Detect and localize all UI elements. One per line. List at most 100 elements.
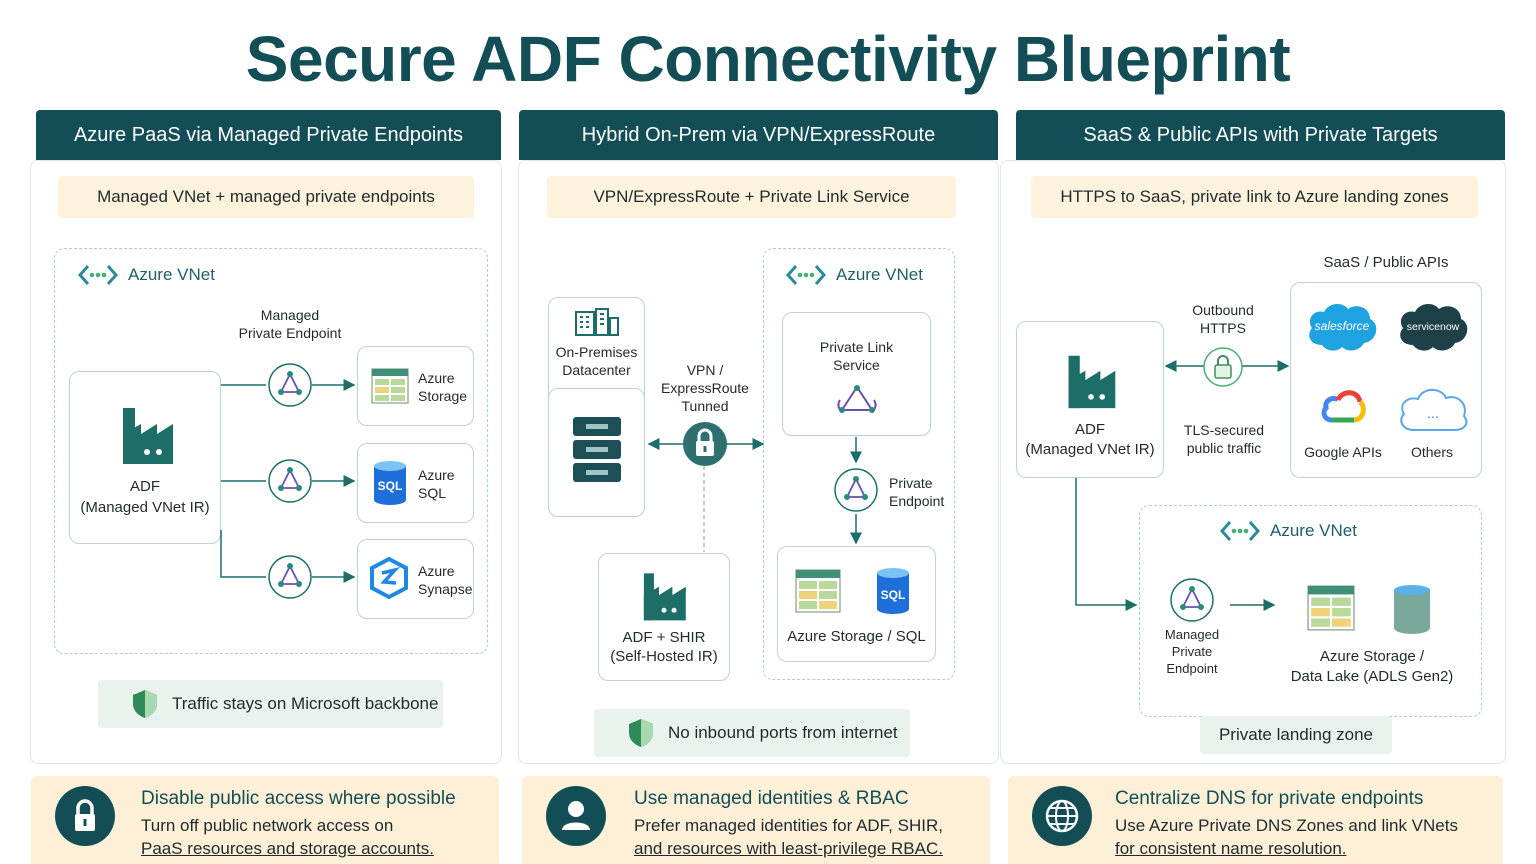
storage-sql-label: Azure Storage / SQL [787,628,926,645]
adf3-line1: ADF [1075,421,1105,438]
data-lake-icon [1394,585,1430,634]
factory-icon [1068,355,1116,409]
synapse-icon [370,557,408,599]
azure-storage-sql-node[interactable] [777,546,936,662]
vpn-line2: ExpressRoute [661,380,749,396]
storage-icon [795,569,841,613]
google-cloud-icon[interactable] [1320,388,1366,426]
tls-line2: public traffic [1186,440,1262,456]
private-endpoint-icon [268,363,312,407]
private-endpoint-icon [834,468,878,512]
azure-vnet-boundary [763,248,955,680]
azure-vnet-label: Azure VNet [786,262,923,288]
onprem-line1: On-Premises [555,344,638,360]
server-icon [573,417,621,482]
lock-icon [1203,347,1243,387]
saas-label: SaaS / Public APIs [1323,254,1449,271]
pls-line1: Private Link [819,339,894,355]
target-sql-line1: Azure [418,467,455,483]
pls-line2: Service [833,357,880,373]
page-title: Secure ADF Connectivity Blueprint [245,23,1291,95]
sql-icon: SQL [374,461,406,505]
azure-vnet-text: Azure VNet [128,265,215,284]
backbone-note-text: Traffic stays on Microsoft backbone [172,694,439,713]
mpe-line1: Managed [1164,627,1220,642]
svg-text:salesforce: salesforce [1315,319,1370,333]
sql-icon: SQL [877,568,909,614]
panel-hybrid-subtitle: VPN/ExpressRoute + Private Link Service [547,176,956,218]
panel-saas-subtitle: HTTPS to SaaS, private link to Azure lan… [1031,176,1478,218]
tip-title: Centralize DNS for private endpoints [1115,788,1424,809]
managed-pe-label: Managed Private Endpoint [238,307,342,341]
private-link-service[interactable] [782,312,931,436]
building-icon [575,308,619,336]
target-synapse-line2: Synapse [418,581,473,597]
mpe-line2: Private [1171,644,1213,659]
shir-line2: (Self-Hosted IR) [610,648,718,665]
svg-text:SQL: SQL [378,479,403,493]
tip-title: Use managed identities & RBAC [634,788,909,809]
lock-icon [683,422,727,466]
adf-label: ADF (Managed VNet IR) [80,478,210,516]
tip-line2: PaaS resources and storage accounts. [141,839,434,858]
svg-text:SQL: SQL [881,588,906,602]
lock-icon [55,786,115,846]
tip-disable-public-access: Disable public access where possible Tur… [31,776,499,864]
tip-line1: Prefer managed identities for ADF, SHIR, [634,816,943,835]
target-storage-line2: Storage [418,388,468,404]
vnet-icon [1220,521,1260,541]
no-inbound-note: No inbound ports from internet [594,709,910,757]
shir-line1: ADF + SHIR [622,629,706,646]
private-endpoint-icon [268,555,312,599]
private-endpoint-icon [1170,578,1214,622]
outbound-line2: HTTPS [1200,320,1246,336]
private-link-icon [837,385,877,413]
vpn-line1: VPN / [686,362,724,378]
tip-line1: Use Azure Private DNS Zones and link VNe… [1115,816,1458,835]
azure-vnet-text: Azure VNet [1270,521,1357,540]
servicenow-icon[interactable]: servicenow [1395,299,1471,355]
storage3-line1: Azure Storage / [1319,648,1425,665]
onprem-line2: Datacenter [562,362,631,378]
backbone-note: Traffic stays on Microsoft backbone [98,680,443,728]
target-azure-synapse[interactable] [357,539,474,619]
panel-paas-subtitle: Managed VNet + managed private endpoints [58,176,474,218]
target-storage-line1: Azure [418,370,455,386]
vnet-icon [78,265,118,285]
tip-managed-identities: Use managed identities & RBAC Prefer man… [522,776,990,864]
tls-line1: TLS-secured [1183,422,1265,438]
pe-line1: Private [889,475,933,491]
storage-icon [371,368,409,404]
factory-icon [643,573,686,621]
outbound-line1: Outbound [1192,302,1254,318]
azure-vnet-text: Azure VNet [836,265,923,284]
azure-vnet-boundary [54,248,488,654]
storage-icon [1307,585,1355,631]
salesforce-icon[interactable]: salesforce [1304,299,1380,355]
factory-icon [123,408,173,464]
adf3-line2: (Managed VNet IR) [1025,441,1155,458]
panel-saas-header: SaaS & Public APIs with Private Targets [1016,110,1505,160]
svg-text:...: ... [1427,405,1439,421]
private-landing-zone: Private landing zone [1200,716,1392,754]
azure-vnet-label: Azure VNet [1220,518,1357,544]
svg-text:servicenow: servicenow [1407,321,1460,333]
cloud-icon[interactable]: ... [1396,384,1470,434]
tip-title: Disable public access where possible [141,788,456,809]
tip-line2: for consistent name resolution. [1115,839,1347,858]
user-icon [546,786,606,846]
vnet-icon [786,265,826,285]
azure-vnet-label: Azure VNet [78,262,215,288]
target-synapse-line1: Azure [418,563,455,579]
panel-paas-header: Azure PaaS via Managed Private Endpoints [36,110,501,160]
target-sql-line2: SQL [418,485,447,501]
no-inbound-text: No inbound ports from internet [668,723,898,742]
private-endpoint-icon [268,459,312,503]
pe-line2: Endpoint [889,493,945,509]
mpe-line3: Endpoint [1166,661,1218,676]
shield-icon [629,719,653,747]
tip-line2: and resources with least-privilege RBAC. [634,839,943,858]
panel-hybrid-header: Hybrid On-Prem via VPN/ExpressRoute [519,110,998,160]
tip-line1: Turn off public network access on [141,816,394,835]
storage3-line2: Data Lake (ADLS Gen2) [1290,668,1454,685]
